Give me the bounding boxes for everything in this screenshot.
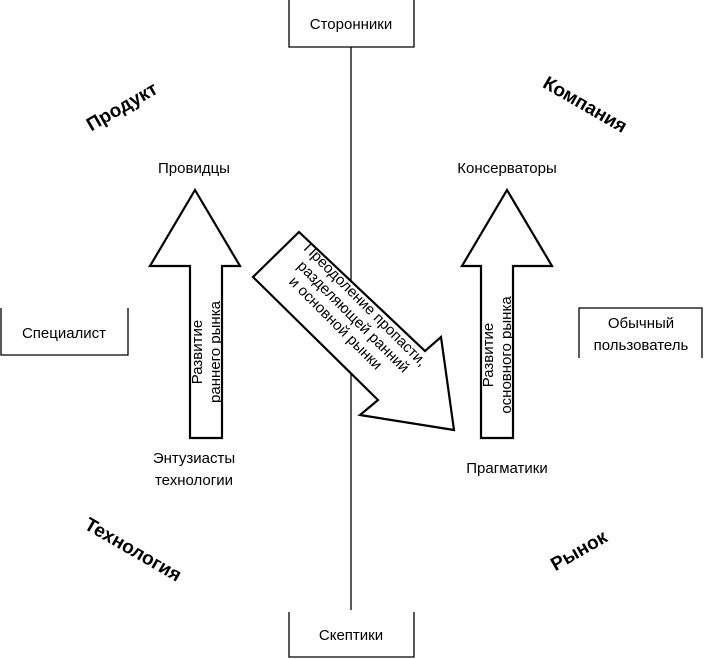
quadrant-company: Компания <box>539 73 630 138</box>
label-visionaries: Провидцы <box>158 160 230 177</box>
mainstream-arrow-label-2: основного рынка <box>498 296 515 414</box>
label-enthusiasts-1: Энтузиасты <box>153 450 235 467</box>
early-arrow-label-2: раннего рынка <box>207 300 224 403</box>
early-market-arrow: Развитие раннего рынка <box>148 187 242 440</box>
top-box-label: Сторонники <box>310 16 392 33</box>
label-enthusiasts-2: технологии <box>155 472 233 489</box>
chasm-arrow: Преодоление пропасти, разделяющей ранний… <box>251 230 456 432</box>
mainstream-arrow-label-1: Развитие <box>480 323 497 388</box>
label-conservatives: Консерваторы <box>457 160 557 177</box>
mainstream-market-arrow: Развитие основного рынка <box>460 187 554 440</box>
quadrant-technology: Технология <box>81 514 185 586</box>
bottom-box-label: Скептики <box>319 627 383 644</box>
early-arrow-label-1: Развитие <box>189 320 206 385</box>
left-box: Специалист <box>0 308 129 356</box>
top-box: Сторонники <box>288 0 415 48</box>
right-box-label-1: Обычный <box>608 315 674 332</box>
right-box-label-2: пользователь <box>594 337 689 354</box>
quadrant-product: Продукт <box>83 79 161 136</box>
right-box: Обычный пользователь <box>578 307 703 358</box>
left-box-label: Специалист <box>22 325 106 342</box>
bottom-box: Скептики <box>288 612 415 658</box>
label-pragmatists: Прагматики <box>466 460 547 477</box>
quadrant-market: Рынок <box>547 527 611 576</box>
